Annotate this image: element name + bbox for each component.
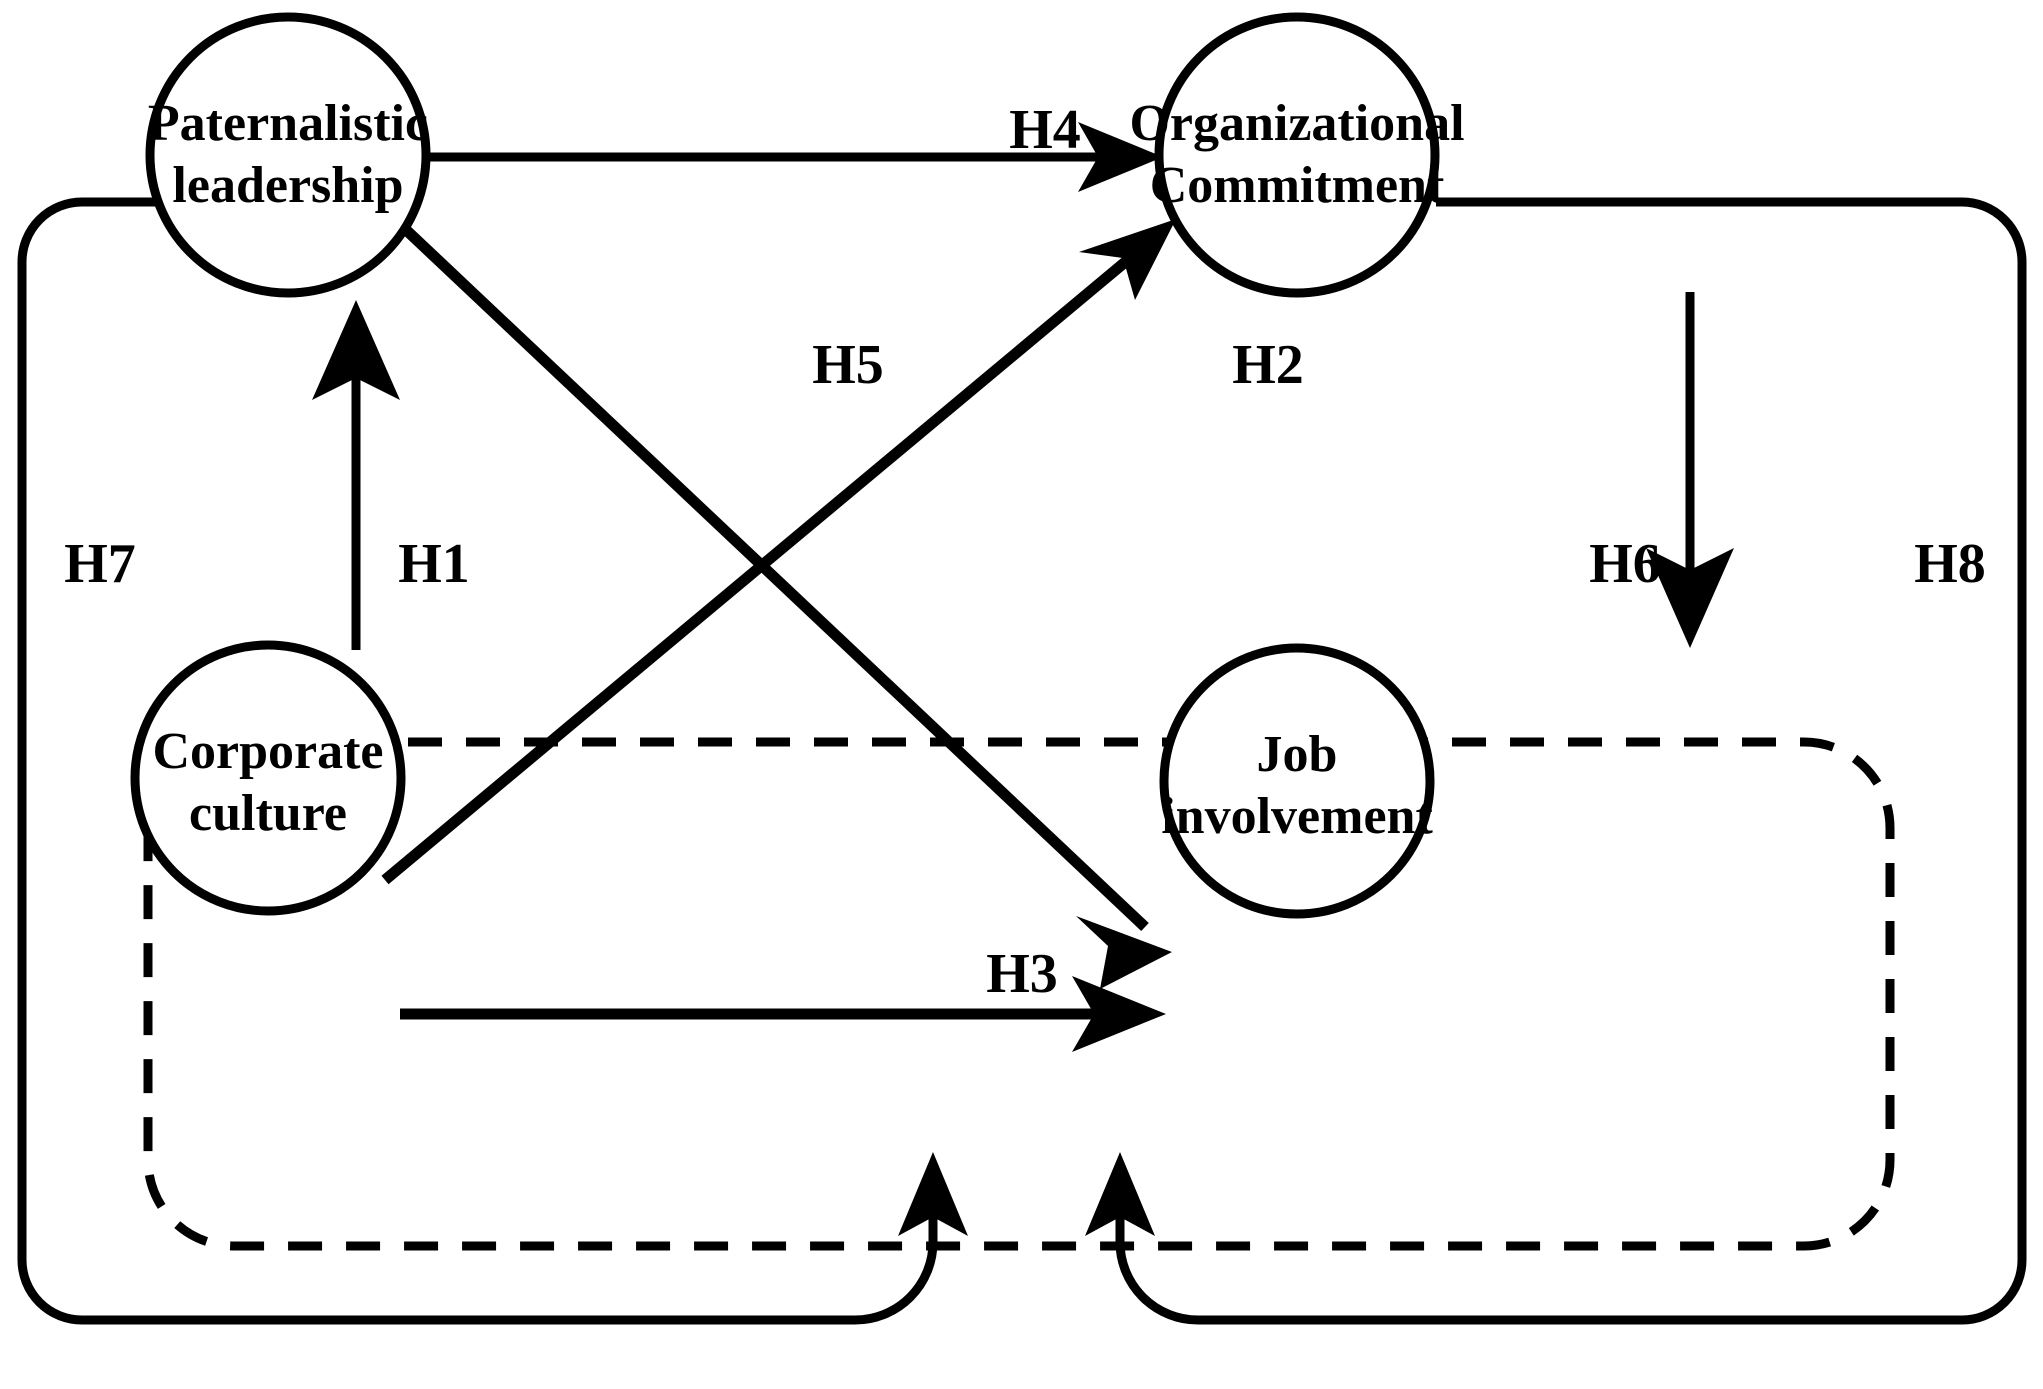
node-label-job-involvement-line2: involvement <box>1161 788 1433 845</box>
node-label-corporate-culture-line1: Corporate <box>152 723 383 780</box>
edge-label-h4: H4 <box>1009 99 1081 161</box>
edge-h6 <box>1646 292 1734 648</box>
node-label-paternalistic-leadership-line1: Paternalistic <box>148 95 428 152</box>
h8-boundary-path <box>1115 197 2027 1325</box>
edge-h1 <box>312 300 400 650</box>
node-label-corporate-culture-line2: culture <box>189 785 347 842</box>
h8-arrowhead <box>1085 1152 1155 1236</box>
edge-label-h1: H1 <box>398 533 470 595</box>
edge-h2 <box>381 219 1176 885</box>
edge-label-h6: H6 <box>1589 533 1661 595</box>
edge-h3 <box>400 976 1166 1052</box>
edge-label-h2: H2 <box>1232 334 1304 396</box>
node-label-organizational-commitment-line2: Commitment <box>1150 157 1445 214</box>
edge-label-h8: H8 <box>1914 533 1986 595</box>
dashed-moderating-boundary <box>143 737 1895 1251</box>
node-organizational-commitment[interactable]: Organizational Commitment <box>1129 12 1465 298</box>
node-job-involvement[interactable]: Job involvement <box>1159 643 1435 919</box>
edge-label-h7: H7 <box>64 533 136 595</box>
node-paternalistic-leadership[interactable]: Paternalistic leadership <box>145 12 431 298</box>
node-label-job-involvement-line1: Job <box>1257 726 1338 783</box>
node-label-organizational-commitment-line1: Organizational <box>1129 95 1464 152</box>
outer-boundary-group <box>17 197 2027 1325</box>
h7-arrowhead <box>898 1152 968 1236</box>
h7-boundary-path <box>17 197 938 1325</box>
node-label-paternalistic-leadership-line2: leadership <box>172 157 403 214</box>
edge-h5 <box>399 222 1172 989</box>
edge-label-h3: H3 <box>986 943 1058 1005</box>
edge-label-h5: H5 <box>812 334 884 396</box>
node-corporate-culture[interactable]: Corporate culture <box>130 640 406 916</box>
edge-h4 <box>424 122 1163 192</box>
